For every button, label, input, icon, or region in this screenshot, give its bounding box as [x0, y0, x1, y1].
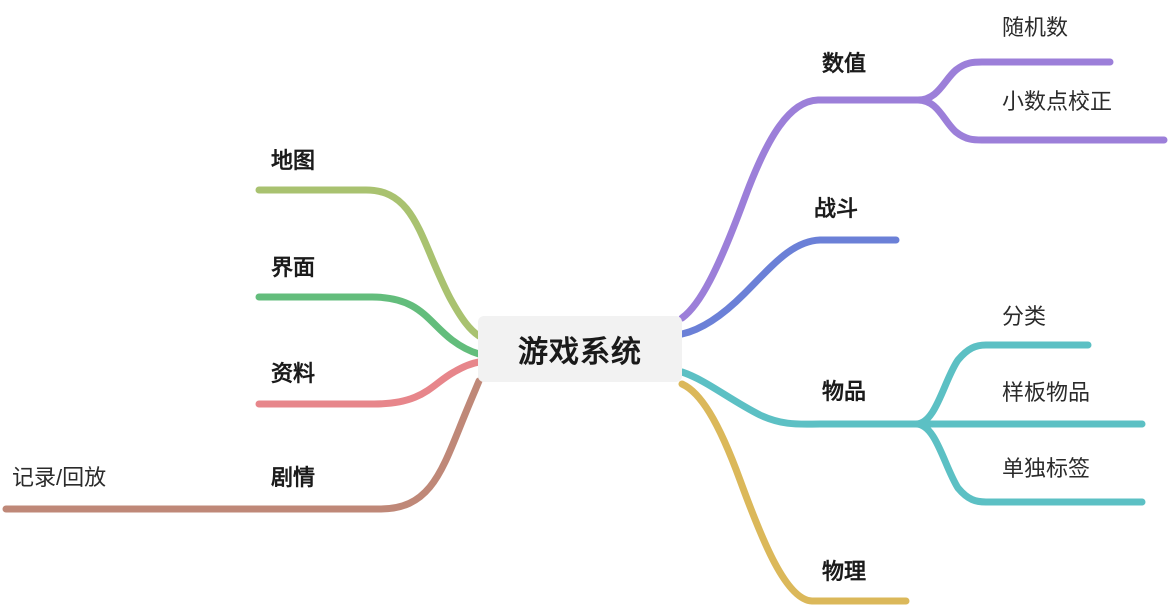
edge-interface	[255, 293, 483, 358]
edge-data	[255, 358, 483, 408]
edge-separate-tag	[912, 420, 1146, 506]
edge-items	[678, 368, 920, 428]
leaf-label-template-item[interactable]: 样板物品	[1002, 380, 1091, 405]
root-node[interactable]: 游戏系统	[478, 316, 682, 382]
edge-classification	[912, 341, 1092, 428]
leaf-label-separate-tag[interactable]: 单独标签	[1002, 456, 1091, 481]
branch-label-map[interactable]: 地图	[271, 148, 316, 173]
edge-map	[255, 186, 483, 340]
branch-label-numeric[interactable]: 数值	[822, 51, 867, 76]
leaf-label-record-replay[interactable]: 记录/回放	[12, 465, 107, 490]
leaf-label-random-number[interactable]: 随机数	[1002, 15, 1069, 40]
edge-story	[2, 377, 483, 513]
edge-combat	[678, 236, 900, 338]
branch-label-story[interactable]: 剧情	[271, 465, 316, 490]
root-node-label: 游戏系统	[518, 336, 642, 369]
branch-label-items[interactable]: 物品	[822, 379, 867, 404]
leaf-label-decimal-correction[interactable]: 小数点校正	[1002, 89, 1113, 114]
edge-physics	[678, 380, 910, 605]
edge-decimal-correction	[914, 96, 1168, 144]
branch-label-interface[interactable]: 界面	[271, 255, 316, 280]
edge-random-number	[914, 58, 1114, 104]
leaf-label-classification[interactable]: 分类	[1002, 304, 1047, 329]
branch-label-combat[interactable]: 战斗	[814, 196, 859, 221]
branch-label-data[interactable]: 资料	[271, 361, 316, 386]
branch-label-physics[interactable]: 物理	[822, 559, 867, 584]
edge-numeric	[678, 96, 922, 322]
